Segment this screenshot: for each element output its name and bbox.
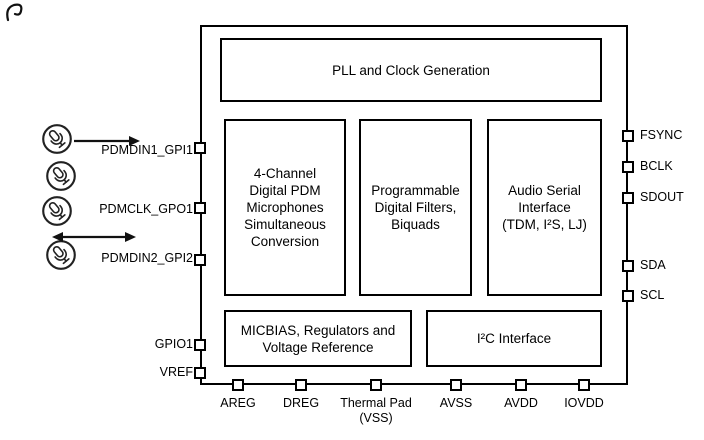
- pin-label-areg: AREG: [220, 396, 256, 410]
- pin-areg: [232, 379, 244, 391]
- pin-label-sda: SDA: [640, 258, 666, 272]
- pin-pdmdin1-gpi1: [194, 142, 206, 154]
- block-pdm-conversion: 4-Channel Digital PDM Microphones Simult…: [224, 119, 346, 296]
- pin-label-pdmclk-gpo1: PDMCLK_GPO1: [99, 202, 193, 216]
- block-audio-serial-interface: Audio Serial Interface (TDM, I²S, LJ): [487, 119, 602, 296]
- pin-avss: [450, 379, 462, 391]
- pin-label-pdmdin1-gpi1: PDMDIN1_GPI1: [101, 143, 193, 157]
- block-label: PLL and Clock Generation: [332, 62, 490, 78]
- pin-label-avdd: AVDD: [504, 396, 538, 410]
- pin-gpio1: [194, 339, 206, 351]
- pin-label-dreg: DREG: [282, 396, 320, 410]
- corner-curl-decoration: [6, 3, 23, 22]
- pin-label-iovdd: IOVDD: [564, 396, 604, 410]
- block-digital-filters: Programmable Digital Filters, Biquads: [359, 119, 472, 296]
- block-i2c-interface: I²C Interface: [426, 310, 602, 367]
- pin-label-fsync: FSYNC: [640, 128, 683, 142]
- pin-label-bclk: BCLK: [640, 159, 673, 173]
- pin-iovdd: [578, 379, 590, 391]
- pin-bclk: [622, 161, 634, 173]
- pin-dreg: [295, 379, 307, 391]
- pin-label-gpio1: GPIO1: [154, 337, 193, 351]
- pin-label-vref: VREF: [159, 365, 193, 379]
- block-label: Audio Serial Interface (TDM, I²S, LJ): [502, 183, 587, 232]
- pin-sdout: [622, 192, 634, 204]
- pin-label-scl: SCL: [640, 288, 665, 302]
- pin-vref: [194, 367, 206, 379]
- pin-label-thermal-pad: Thermal Pad (VSS): [340, 396, 412, 425]
- block-label: MICBIAS, Regulators and Voltage Referenc…: [240, 322, 396, 355]
- pin-scl: [622, 290, 634, 302]
- right-arrow-icon: [74, 136, 140, 146]
- pin-label-sdout: SDOUT: [640, 190, 684, 204]
- block-label: I²C Interface: [476, 331, 552, 346]
- microphone-icon: [46, 161, 76, 191]
- mic-array-graphic: [42, 124, 140, 270]
- pin-fsync: [622, 130, 634, 142]
- pin-label-avss: AVSS: [439, 396, 473, 410]
- pin-sda: [622, 260, 634, 272]
- pin-pdmclk-gpo1: [194, 202, 206, 214]
- pin-avdd: [515, 379, 527, 391]
- block-pll: PLL and Clock Generation: [220, 38, 602, 102]
- pin-thermal-pad: [370, 379, 382, 391]
- block-label: 4-Channel Digital PDM Microphones Simult…: [244, 166, 326, 249]
- pin-pdmdin2-gpi2: [194, 254, 206, 266]
- pin-label-pdmdin2-gpi2: PDMDIN2_GPI2: [101, 251, 193, 265]
- block-micbias-regulators: MICBIAS, Regulators and Voltage Referenc…: [224, 310, 412, 367]
- double-arrow-icon: [52, 232, 136, 242]
- block-label: Programmable Digital Filters, Biquads: [371, 183, 460, 232]
